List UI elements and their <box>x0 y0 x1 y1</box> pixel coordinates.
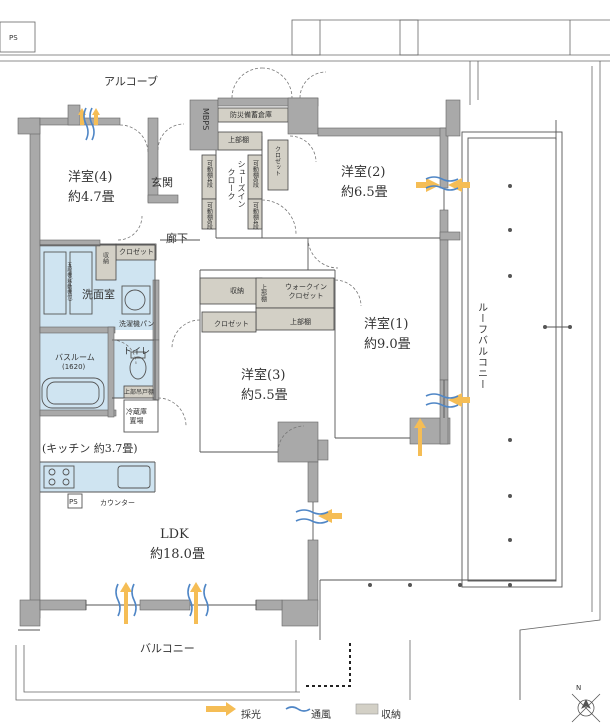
roof-balcony-outline <box>319 120 563 640</box>
ps-kitchen-label: PS <box>69 498 78 506</box>
legend-storage-swatch <box>355 703 379 715</box>
mbps-label: MBPS <box>201 108 210 131</box>
upper-shelf-d-label: 上部棚 <box>290 318 311 326</box>
room2-name: 洋室(2) <box>341 165 386 180</box>
legend-wind-label: 通風 <box>311 710 331 721</box>
wind-marks <box>83 107 459 712</box>
bathroom-name: バスルーム <box>55 353 95 362</box>
legend-storage-label: 収納 <box>381 710 401 721</box>
movable-shelf-b-label: 可動棚6段 <box>251 160 259 188</box>
room2-size: 約6.5畳 <box>341 185 388 200</box>
room1-size: 約9.0畳 <box>364 337 411 352</box>
drain-line <box>306 640 351 687</box>
storage-b-label: 収納 <box>230 287 244 295</box>
balcony-label: バルコニー <box>140 642 195 655</box>
walkin-closet-label: ウォークイン クロゼット <box>285 283 327 300</box>
upper-shelf-a-label: 上部棚 <box>228 136 249 144</box>
bathroom-size: (1620) <box>62 363 86 371</box>
light-arrows <box>78 108 470 716</box>
ps-top-label: PS <box>9 34 18 42</box>
washroom-label: 洗面室 <box>82 288 115 301</box>
room3-name: 洋室(3) <box>241 368 286 383</box>
stove <box>43 465 75 489</box>
fixtures <box>40 251 159 509</box>
roof-balcony-label: ルーフバルコニー <box>475 302 487 390</box>
counter-label: カウンター <box>100 499 135 507</box>
movable-shelf-d-label: 可動棚4段 <box>251 202 259 230</box>
north-arrow-icon <box>571 693 601 723</box>
closet-b-label: クロゼット <box>119 248 154 256</box>
upper-shelf-b-label: 上部吊戸棚 <box>124 389 155 396</box>
roof-balcony-drains <box>368 184 572 587</box>
door-swings <box>111 67 362 453</box>
toilet-bowl <box>129 356 147 380</box>
corridor-label: 廊下 <box>166 232 188 245</box>
sink <box>117 465 151 489</box>
towel-shelf-label: 五段棚(移動棚付) <box>66 262 73 301</box>
north-label: N <box>576 684 582 692</box>
legend-light-label: 採光 <box>241 710 261 721</box>
storage-fills <box>95 107 335 399</box>
disaster-store-label: 防災備蓄倉庫 <box>230 111 272 119</box>
movable-shelf-c-label: 可動棚6段 <box>205 202 213 230</box>
storage-a-label: 収納 <box>101 252 109 264</box>
closet-a-label: クロゼット <box>273 146 281 176</box>
room4-size: 約4.7畳 <box>68 190 115 205</box>
ldk-name: LDK <box>160 527 189 542</box>
alcove-label: アルコーブ <box>104 75 159 88</box>
movable-shelf-a-label: 可動棚4段 <box>205 160 213 188</box>
room1-name: 洋室(1) <box>364 317 409 332</box>
bathtub <box>41 377 105 409</box>
washing-machine <box>124 289 146 311</box>
closet-c-label: クロゼット <box>214 320 249 328</box>
shoe-in-closet-label: シューズイン クローク <box>227 160 246 208</box>
room3-size: 約5.5畳 <box>241 388 288 403</box>
site-lines <box>0 19 610 701</box>
toilet-label: トイレ <box>123 347 151 357</box>
kitchen-label: (キッチン 約3.7畳) <box>42 442 138 455</box>
upper-shelf-c-label: 上部棚 <box>259 284 267 302</box>
washer-pan-label: 洗濯機パン <box>119 320 155 328</box>
ldk-size: 約18.0畳 <box>150 547 205 562</box>
entrance-label: 玄関 <box>151 176 173 189</box>
fridge-label: 冷蔵庫 置場 <box>126 408 147 425</box>
room4-name: 洋室(4) <box>68 170 113 185</box>
